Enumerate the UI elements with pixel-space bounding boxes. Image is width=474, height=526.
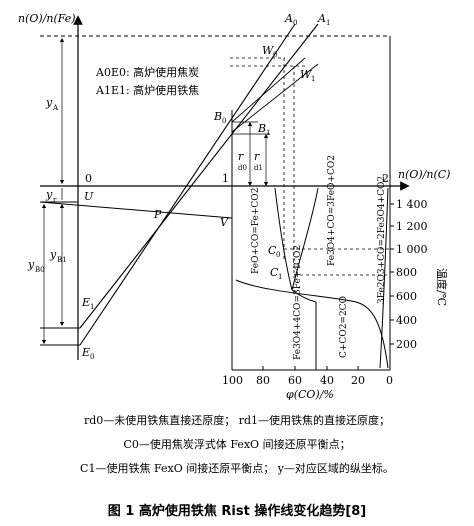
- point-c0: C: [268, 244, 277, 257]
- line-a0-e0: [79, 23, 296, 346]
- legend-line-2: C0—使用焦炭浮式体 FexO 间接还原平衡点；: [123, 438, 351, 451]
- point-a1: A: [317, 12, 326, 25]
- line-w1: [231, 63, 319, 133]
- yr-label: y: [45, 188, 53, 201]
- point-a0: A: [284, 12, 293, 25]
- point-u: U: [84, 190, 94, 203]
- rd1-label: r: [254, 150, 260, 163]
- point-c1-sub: 1: [278, 273, 282, 281]
- bottom-axis-label: φ(CO)/%: [286, 388, 334, 400]
- curve-fe3o4-feo: [291, 187, 319, 291]
- reaction-feo-co: FeO+CO=Fe+CO2: [251, 188, 261, 274]
- bottom-tick-40: 40: [320, 374, 334, 387]
- line-u-v: [39, 201, 233, 219]
- reaction-fe3o4-co: Fe3O4+CO=3FeO+CO2: [327, 155, 337, 266]
- curve-boudouard: [235, 279, 389, 369]
- bottom-tick-20: 20: [351, 374, 365, 387]
- point-w0-sub: 0: [273, 51, 277, 59]
- right-tick-200: 200: [396, 338, 417, 351]
- bottom-ticks: [231, 366, 391, 370]
- reaction-fe2o3-co: 3Fe2O3+CO=2Fe3O4+CO2: [377, 176, 387, 304]
- point-c1: C: [270, 266, 279, 279]
- y-axis-label: n(O)/n(Fe): [18, 12, 76, 25]
- curve-feo-fe: [274, 187, 293, 291]
- right-axis-label: 温度/℃: [435, 268, 449, 306]
- point-w1-sub: 1: [311, 75, 315, 83]
- bottom-tick-80: 80: [256, 374, 270, 387]
- point-w0: W: [262, 44, 275, 57]
- point-b1: B: [257, 122, 266, 135]
- x-tick-2: 2: [382, 172, 389, 185]
- point-e1-sub: 1: [90, 303, 94, 311]
- point-b0: B: [213, 110, 222, 123]
- line-w0: [231, 57, 306, 123]
- bottom-tick-60: 60: [288, 374, 302, 387]
- x-tick-1: 1: [222, 172, 229, 185]
- bottom-tick-0: 0: [386, 374, 393, 387]
- curve-fe2o3: [379, 187, 389, 369]
- yr-sub: r: [53, 196, 57, 204]
- reaction-fe3o4-4co: Fe3O4+4CO=3Fe+4CO2: [293, 245, 303, 360]
- line-a1-e1: [79, 23, 319, 329]
- point-c0-sub: 0: [276, 251, 280, 259]
- legend-line-3: C1—使用铁焦 FexO 间接还原平衡点； y—对应区域的纵坐标。: [80, 462, 394, 475]
- yb0-label: y: [27, 258, 35, 271]
- curve-fe3o4-fe: [291, 289, 317, 303]
- point-a1-sub: 1: [326, 19, 330, 27]
- legend-line-1: rd0—未使用铁焦直接还原度； rd1—使用铁焦的直接还原度；: [83, 414, 391, 427]
- right-tick-400: 400: [396, 314, 417, 327]
- right-tick-1400: 1 400: [396, 198, 428, 211]
- right-tick-1000: 1 000: [396, 243, 428, 256]
- inset-legend-line0: A0E0: 高炉使用焦炭: [95, 65, 199, 79]
- point-w1: W: [300, 68, 313, 81]
- rd0-label: r: [238, 150, 244, 163]
- point-e0-sub: 0: [90, 353, 94, 361]
- point-b0-sub: 0: [222, 117, 226, 125]
- point-a0-sub: 0: [293, 19, 297, 27]
- point-b1-sub: 1: [266, 129, 270, 137]
- point-e1: E: [81, 296, 90, 309]
- x-tick-0: 0: [85, 172, 92, 185]
- right-tick-1200: 1 200: [396, 220, 428, 233]
- yb0-sub: B0: [35, 266, 45, 274]
- figure-caption: 图 1 高炉使用铁焦 Rist 操作线变化趋势[8]: [107, 504, 367, 519]
- point-v: V: [220, 216, 229, 229]
- right-tick-600: 600: [396, 290, 417, 303]
- right-tick-800: 800: [396, 266, 417, 279]
- point-e0: E: [81, 346, 90, 359]
- bottom-tick-100: 100: [222, 374, 243, 387]
- yb1-sub: B1: [57, 256, 67, 264]
- point-p: P: [153, 208, 162, 221]
- ya-label: y: [45, 96, 53, 109]
- rist-diagram: n(O)/n(Fe) n(O)/n(C) 0 1 2 r d0 r d1 y A…: [18, 12, 450, 401]
- yb1-label: y: [49, 248, 57, 261]
- rd1-sub: d1: [254, 164, 263, 172]
- right-ticks: [390, 203, 394, 345]
- ya-sub: A: [52, 104, 59, 112]
- inset-legend-line1: A1E1: 高炉使用铁焦: [95, 83, 199, 97]
- rd0-sub: d0: [238, 164, 247, 172]
- x-axis-label: n(O)/n(C): [398, 168, 450, 181]
- reaction-c-co2: C+CO2=2CO: [339, 296, 349, 358]
